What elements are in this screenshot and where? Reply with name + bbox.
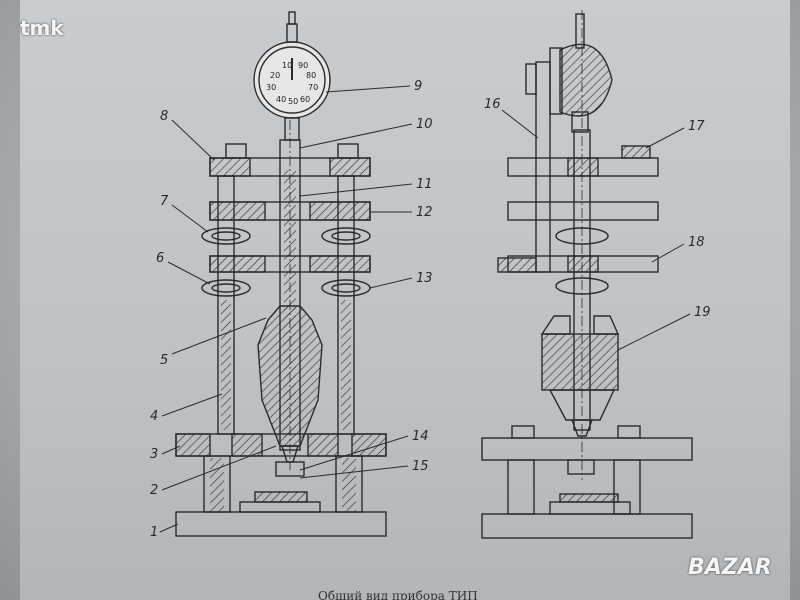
callout-11: 11 [416,177,433,192]
callout-19: 19 [694,305,711,320]
callout-18: 18 [688,235,705,250]
callout-10: 10 [416,117,433,132]
dial-number: 80 [306,71,316,80]
figure-caption: Общий вид прибора ТИП [318,589,478,600]
dial-number: 10 [282,61,292,70]
spring-collar-lower-left [201,279,251,297]
callout-5: 5 [160,353,168,368]
leader-lines [159,85,691,533]
callout-7: 7 [160,194,169,209]
holder-block [541,333,619,391]
holder-body [257,305,323,447]
side-base-plate [481,513,693,539]
spring-collar-upper-left [201,227,251,245]
callout-14: 14 [412,429,429,444]
clamp-detail [621,145,651,159]
callout-labels: 8 7 6 5 4 3 2 1 9 10 11 12 13 14 15 16 1… [150,79,711,540]
callout-6: 6 [156,251,164,266]
watermark-tmk: tmk [20,16,64,40]
dial-number: 20 [270,71,280,80]
callout-2: 2 [150,483,158,498]
side-middle-plate [481,437,693,461]
dial-number: 40 [276,95,286,104]
dial-number: 90 [298,61,308,70]
callout-3: 3 [150,447,158,462]
dial-number: 50 [288,97,298,106]
watermark-bazar: BAZAR [688,555,772,580]
callout-1: 1 [150,525,158,540]
dial-numbers: 10 90 20 80 30 70 40 60 50 [266,61,318,106]
callout-13: 13 [416,271,433,286]
paper-sheet [20,0,790,600]
base-plate [175,511,387,537]
callout-8: 8 [160,109,168,124]
side-dial-gauge [559,43,613,117]
front-view [175,11,387,537]
bracket [535,61,551,273]
dial-number: 30 [266,83,276,92]
callout-12: 12 [416,205,433,220]
callout-15: 15 [412,459,429,474]
callout-9: 9 [414,79,422,94]
callout-4: 4 [150,409,158,424]
dial-number: 70 [308,83,318,92]
dial-number: 60 [300,95,310,104]
callout-17: 17 [688,119,705,134]
side-view [481,10,693,539]
callout-16: 16 [484,97,501,112]
